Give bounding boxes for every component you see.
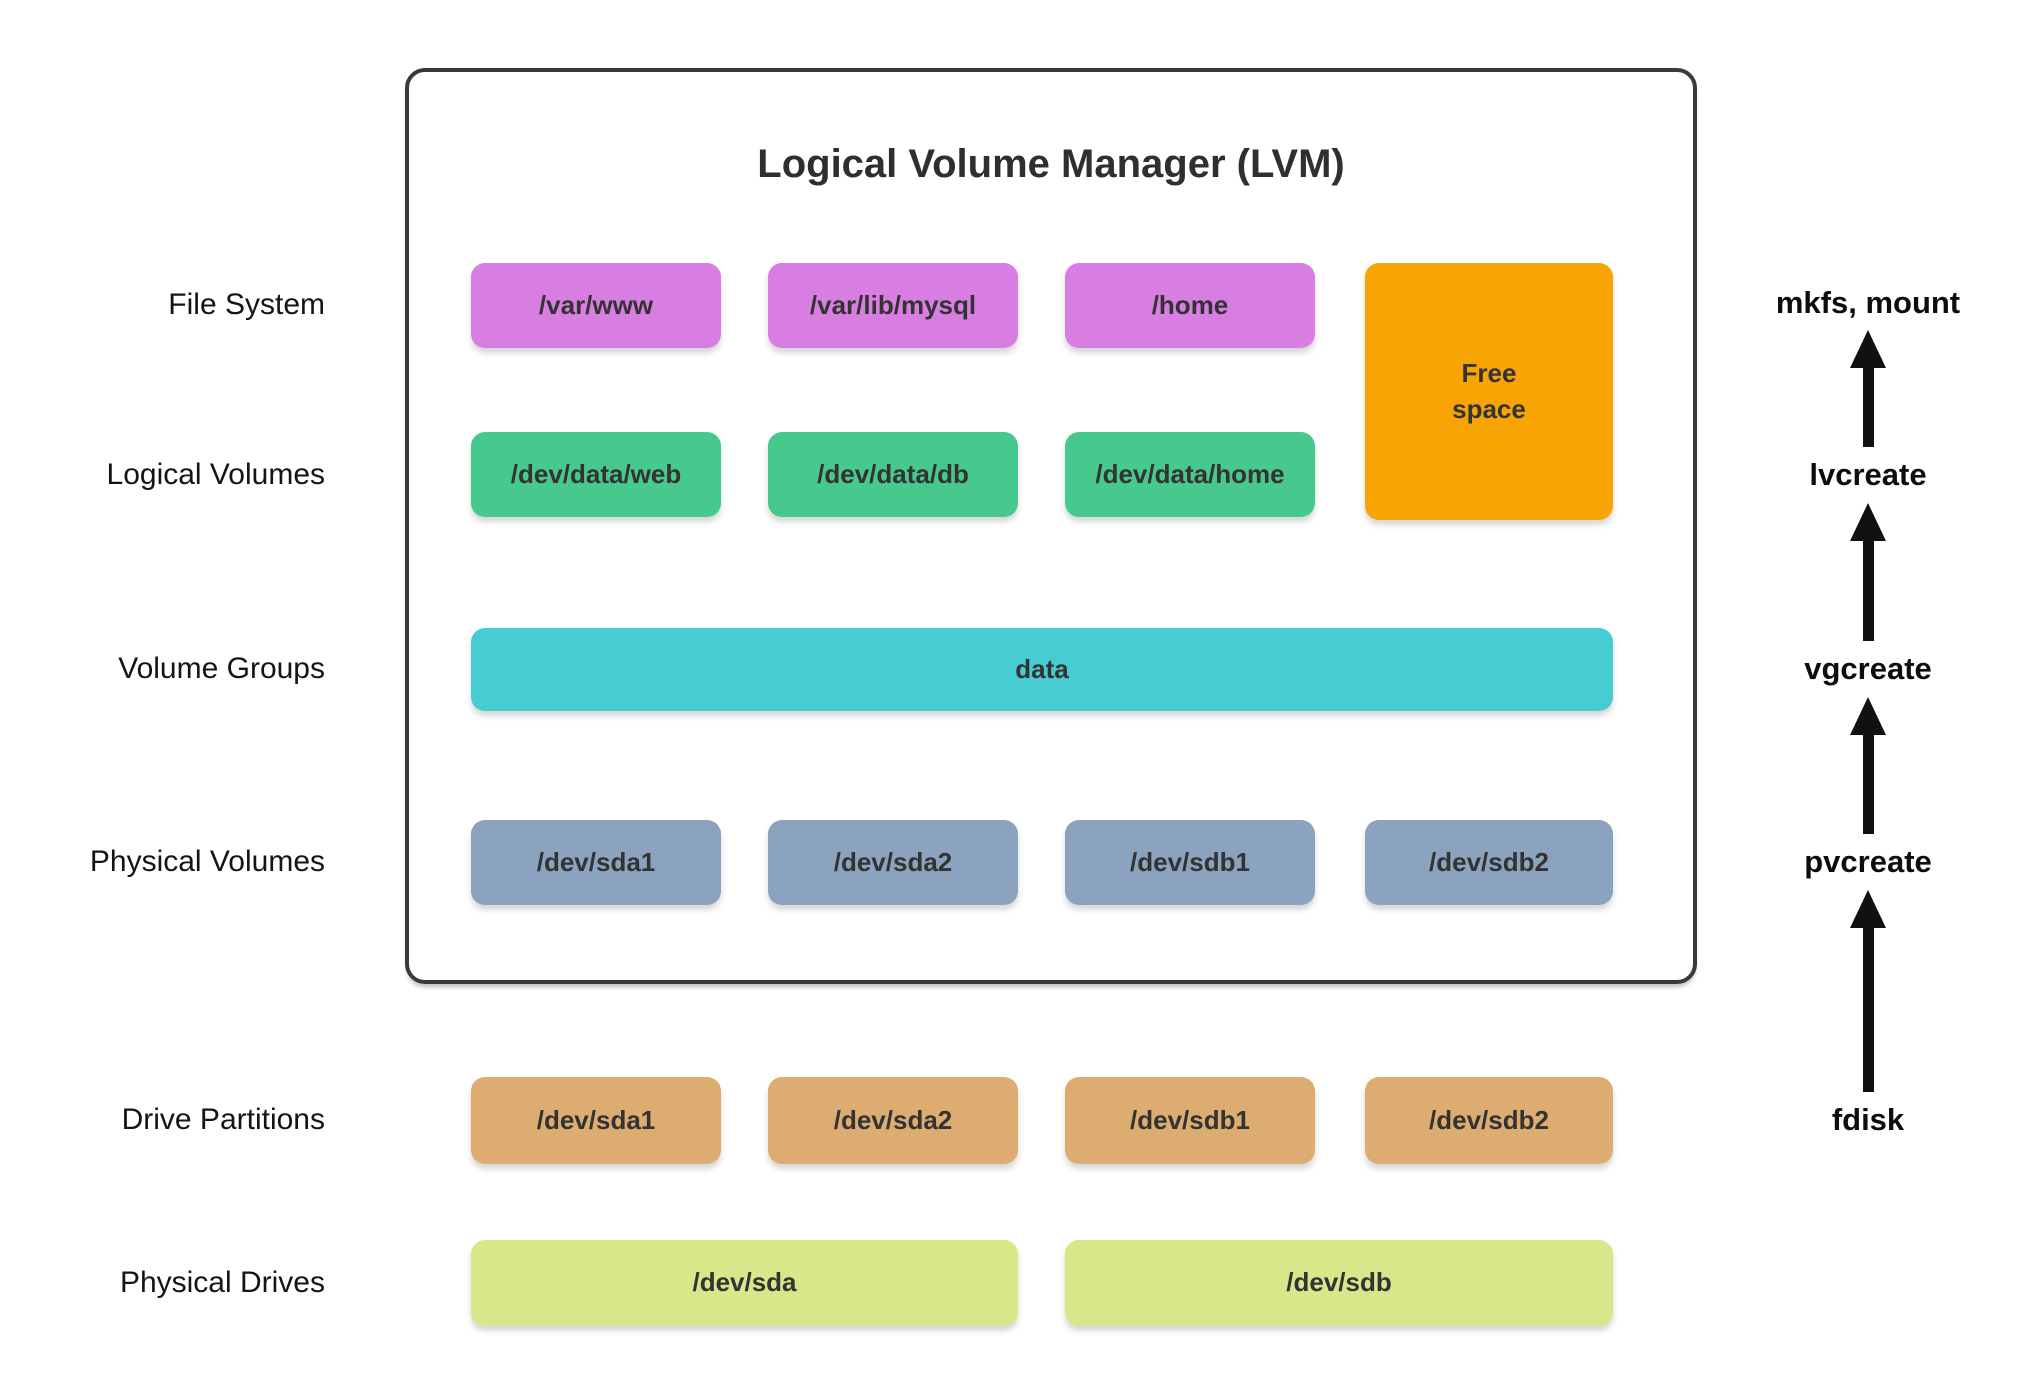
box-volume-group-data: data (471, 628, 1613, 711)
arrow-shaft (1862, 928, 1874, 1092)
row-label-physical-volumes: Physical Volumes (89, 845, 325, 878)
up-arrow-vgcreate-to-lvcreate-icon (1850, 503, 1886, 641)
up-arrow-pvcreate-to-vgcreate-icon (1850, 697, 1886, 834)
diagram-title: Logical Volume Manager (LVM) (757, 142, 1345, 186)
box-dp-dev-sdb2: /dev/sdb2 (1365, 1077, 1613, 1164)
row-label-physical-drives: Physical Drives (119, 1266, 325, 1299)
command-mkfs-mount: mkfs, mount (1775, 285, 1961, 320)
row-label-volume-groups: Volume Groups (118, 652, 325, 685)
box-var-www: /var/www (471, 263, 721, 348)
box-dp-dev-sda2: /dev/sda2 (768, 1077, 1018, 1164)
arrow-shaft (1862, 541, 1874, 641)
command-lvcreate: lvcreate (1809, 457, 1927, 492)
arrow-head-icon (1850, 890, 1886, 928)
box-dev-data-db: /dev/data/db (768, 432, 1018, 517)
box-home: /home (1065, 263, 1315, 348)
box-dev-data-web: /dev/data/web (471, 432, 721, 517)
row-label-drive-partitions: Drive Partitions (121, 1103, 325, 1136)
row-label-logical-volumes: Logical Volumes (106, 458, 325, 491)
arrow-head-icon (1850, 697, 1886, 735)
box-dp-dev-sda1: /dev/sda1 (471, 1077, 721, 1164)
arrow-head-icon (1850, 330, 1886, 368)
box-pv-dev-sdb1: /dev/sdb1 (1065, 820, 1315, 905)
box-drive-dev-sda: /dev/sda (471, 1240, 1018, 1326)
arrow-shaft (1862, 368, 1874, 447)
arrow-head-icon (1850, 503, 1886, 541)
box-pv-dev-sdb2: /dev/sdb2 (1365, 820, 1613, 905)
box-dev-data-home: /dev/data/home (1065, 432, 1315, 517)
lvm-container-box (405, 68, 1697, 984)
box-var-lib-mysql: /var/lib/mysql (768, 263, 1018, 348)
command-vgcreate: vgcreate (1804, 651, 1932, 686)
arrow-shaft (1862, 735, 1874, 834)
up-arrow-lvcreate-to-mkfs-icon (1850, 330, 1886, 447)
box-dp-dev-sdb1: /dev/sdb1 (1065, 1077, 1315, 1164)
box-drive-dev-sdb: /dev/sdb (1065, 1240, 1613, 1326)
up-arrow-fdisk-to-pvcreate-icon (1850, 890, 1886, 1092)
row-label-file-system: File System (168, 288, 325, 321)
command-pvcreate: pvcreate (1804, 844, 1932, 879)
box-pv-dev-sda2: /dev/sda2 (768, 820, 1018, 905)
command-fdisk: fdisk (1831, 1102, 1905, 1137)
box-pv-dev-sda1: /dev/sda1 (471, 820, 721, 905)
box-free-space: Free space (1365, 263, 1613, 520)
